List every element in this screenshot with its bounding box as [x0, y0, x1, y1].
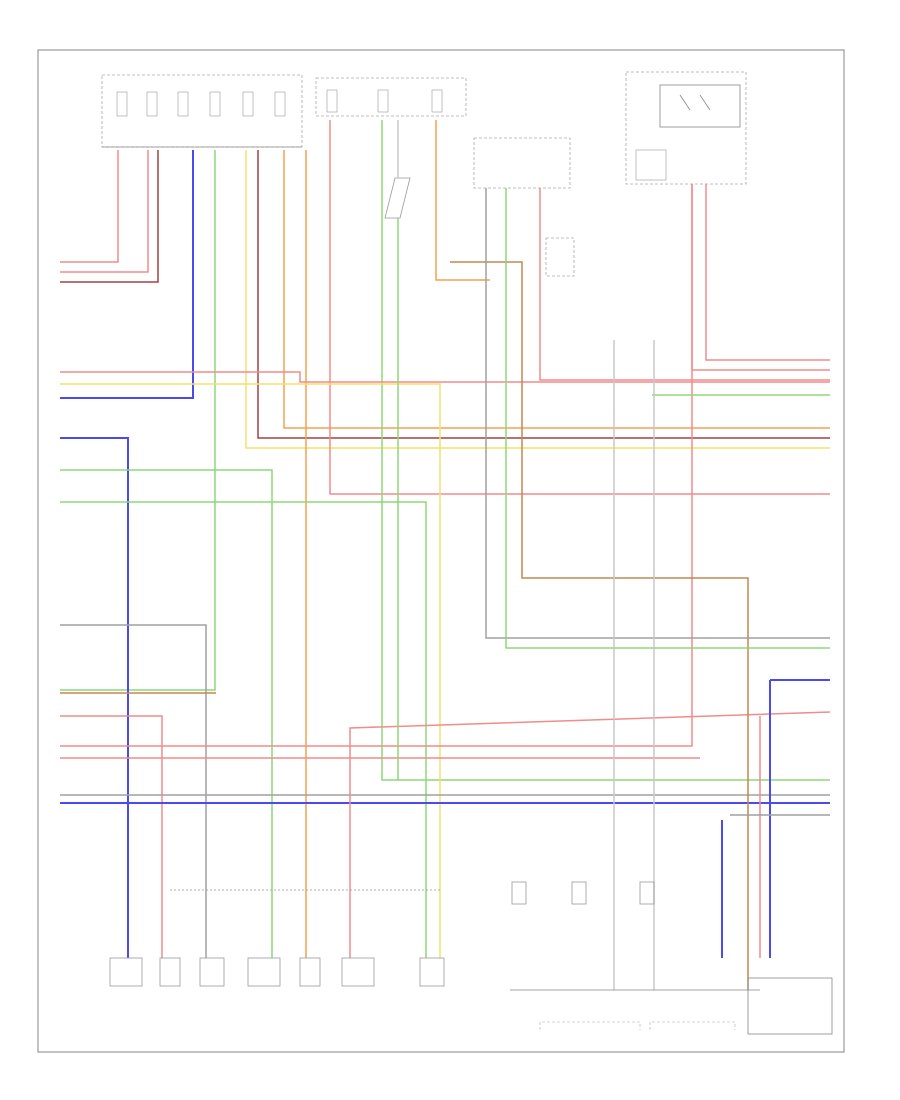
- relay-box: [473, 137, 571, 189]
- dark-red-wire: [257, 150, 830, 439]
- gray-wire: [60, 624, 207, 958]
- red-wire: [705, 184, 830, 361]
- green-wire: [60, 469, 273, 958]
- brown-wire: [450, 261, 749, 990]
- control-module-connector: [101, 74, 303, 148]
- red-wire: [60, 371, 830, 383]
- red-wire: [349, 711, 831, 958]
- right-module-box: [747, 977, 833, 1035]
- yellow-wire: [60, 383, 441, 958]
- green-wire: [60, 501, 427, 958]
- component-box-3: [199, 957, 225, 987]
- bottom-components: [109, 881, 833, 1035]
- orange-wire: [283, 150, 830, 429]
- diagram-border: [37, 49, 845, 1053]
- red-wire: [60, 150, 119, 263]
- gray-wire: [485, 188, 830, 639]
- component-box-4: [247, 957, 281, 987]
- blue-wire: [60, 437, 129, 958]
- red-wire: [60, 715, 163, 958]
- top-right-relay: [625, 71, 747, 185]
- green-wire: [60, 150, 216, 691]
- red-wire: [691, 184, 830, 371]
- blue-wire: [60, 150, 194, 399]
- fuse-relay-block: [315, 77, 575, 277]
- switch-symbol: [384, 177, 411, 219]
- green-wire: [505, 188, 830, 649]
- orange-wire: [435, 120, 490, 281]
- component-box-1: [109, 957, 143, 987]
- red-wire: [60, 184, 693, 747]
- component-box-5: [299, 957, 321, 987]
- component-box-7: [419, 957, 445, 987]
- yellow-wire: [245, 150, 830, 449]
- sensor-box-1: [511, 881, 527, 905]
- red-wire: [60, 150, 149, 273]
- component-box-6: [341, 957, 375, 987]
- component-box-2: [159, 957, 181, 987]
- green-wire: [381, 120, 830, 781]
- red-wire: [539, 188, 830, 381]
- wire-group: [60, 120, 831, 990]
- diode-box: [545, 237, 575, 277]
- red-wire: [329, 120, 830, 495]
- sensor-box-2: [571, 881, 587, 905]
- sensor-box-3: [639, 881, 655, 905]
- dark-red-wire: [60, 150, 159, 283]
